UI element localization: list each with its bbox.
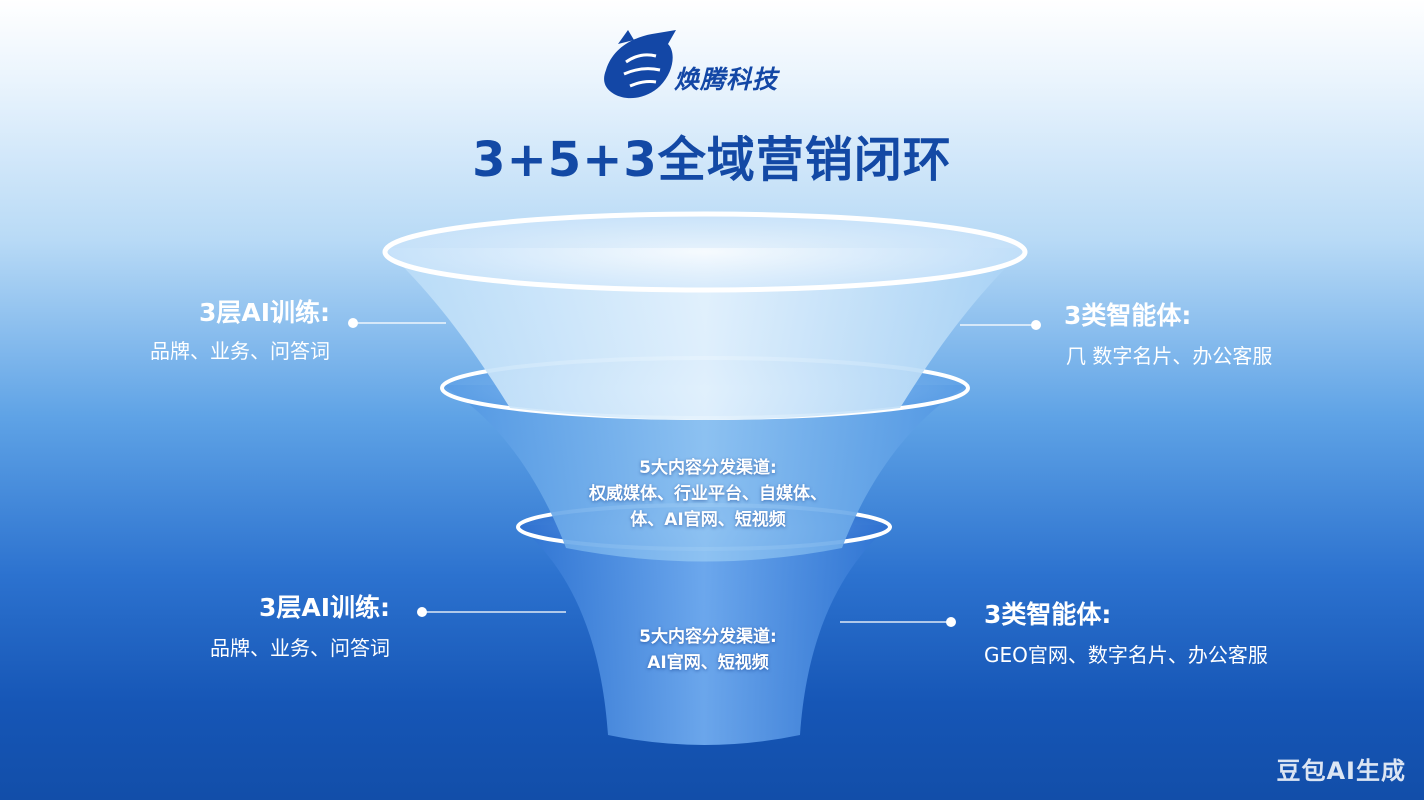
- callout-desc: ⺇ 数字名片、办公客服: [1066, 344, 1273, 368]
- layer-label: 5大内容分发渠道:: [639, 627, 777, 647]
- horse-logo-icon: [604, 30, 676, 99]
- callout-title: 3类智能体:: [984, 600, 1112, 629]
- connector-dot-bottom-right: [946, 617, 956, 627]
- layer-items: 权威媒体、行业平台、自媒体、: [589, 484, 827, 504]
- brand-name: 焕腾科技: [674, 65, 779, 94]
- callout-desc: 品牌、业务、问答词: [150, 339, 330, 363]
- layer-items: AI官网、短视频: [647, 653, 769, 673]
- callout-bottom-left: 3层AI训练: 品牌、业务、问答词: [210, 588, 390, 661]
- layer-items: 体、AI官网、短视频: [630, 510, 786, 530]
- connector-dot-top-left: [348, 318, 358, 328]
- funnel-layer-1-rim: [382, 211, 1028, 293]
- callout-top-right: 3类智能体: ⺇ 数字名片、办公客服: [1064, 296, 1272, 369]
- connector-dot-top-right: [1031, 320, 1041, 330]
- callout-top-left: 3层AI训练: 品牌、业务、问答词: [150, 293, 330, 364]
- funnel-layer-2-body: [442, 385, 968, 562]
- connector-dot-bottom-left: [417, 607, 427, 617]
- callout-bottom-right: 3类智能体: GEO官网、数字名片、办公客服: [984, 595, 1268, 668]
- funnel-layer-2-text: 5大内容分发渠道: 权威媒体、行业平台、自媒体、 体、AI官网、短视频: [508, 455, 908, 533]
- callout-title: 3类智能体:: [1064, 301, 1192, 330]
- funnel-layer-3-body: [518, 525, 890, 745]
- layer-label: 5大内容分发渠道:: [639, 458, 777, 478]
- callout-desc: GEO官网、数字名片、办公客服: [984, 643, 1268, 667]
- funnel-layer-3-text: 5大内容分发渠道: AI官网、短视频: [508, 624, 908, 676]
- callout-title: 3层AI训练:: [258, 593, 390, 622]
- callout-title: 3层AI训练:: [198, 298, 330, 327]
- funnel-layer-1-body: [384, 248, 1026, 420]
- watermark: 豆包AI生成: [1276, 757, 1406, 785]
- callout-desc: 品牌、业务、问答词: [210, 636, 390, 660]
- page-title: 3+5+3全域营销闭环: [472, 132, 952, 188]
